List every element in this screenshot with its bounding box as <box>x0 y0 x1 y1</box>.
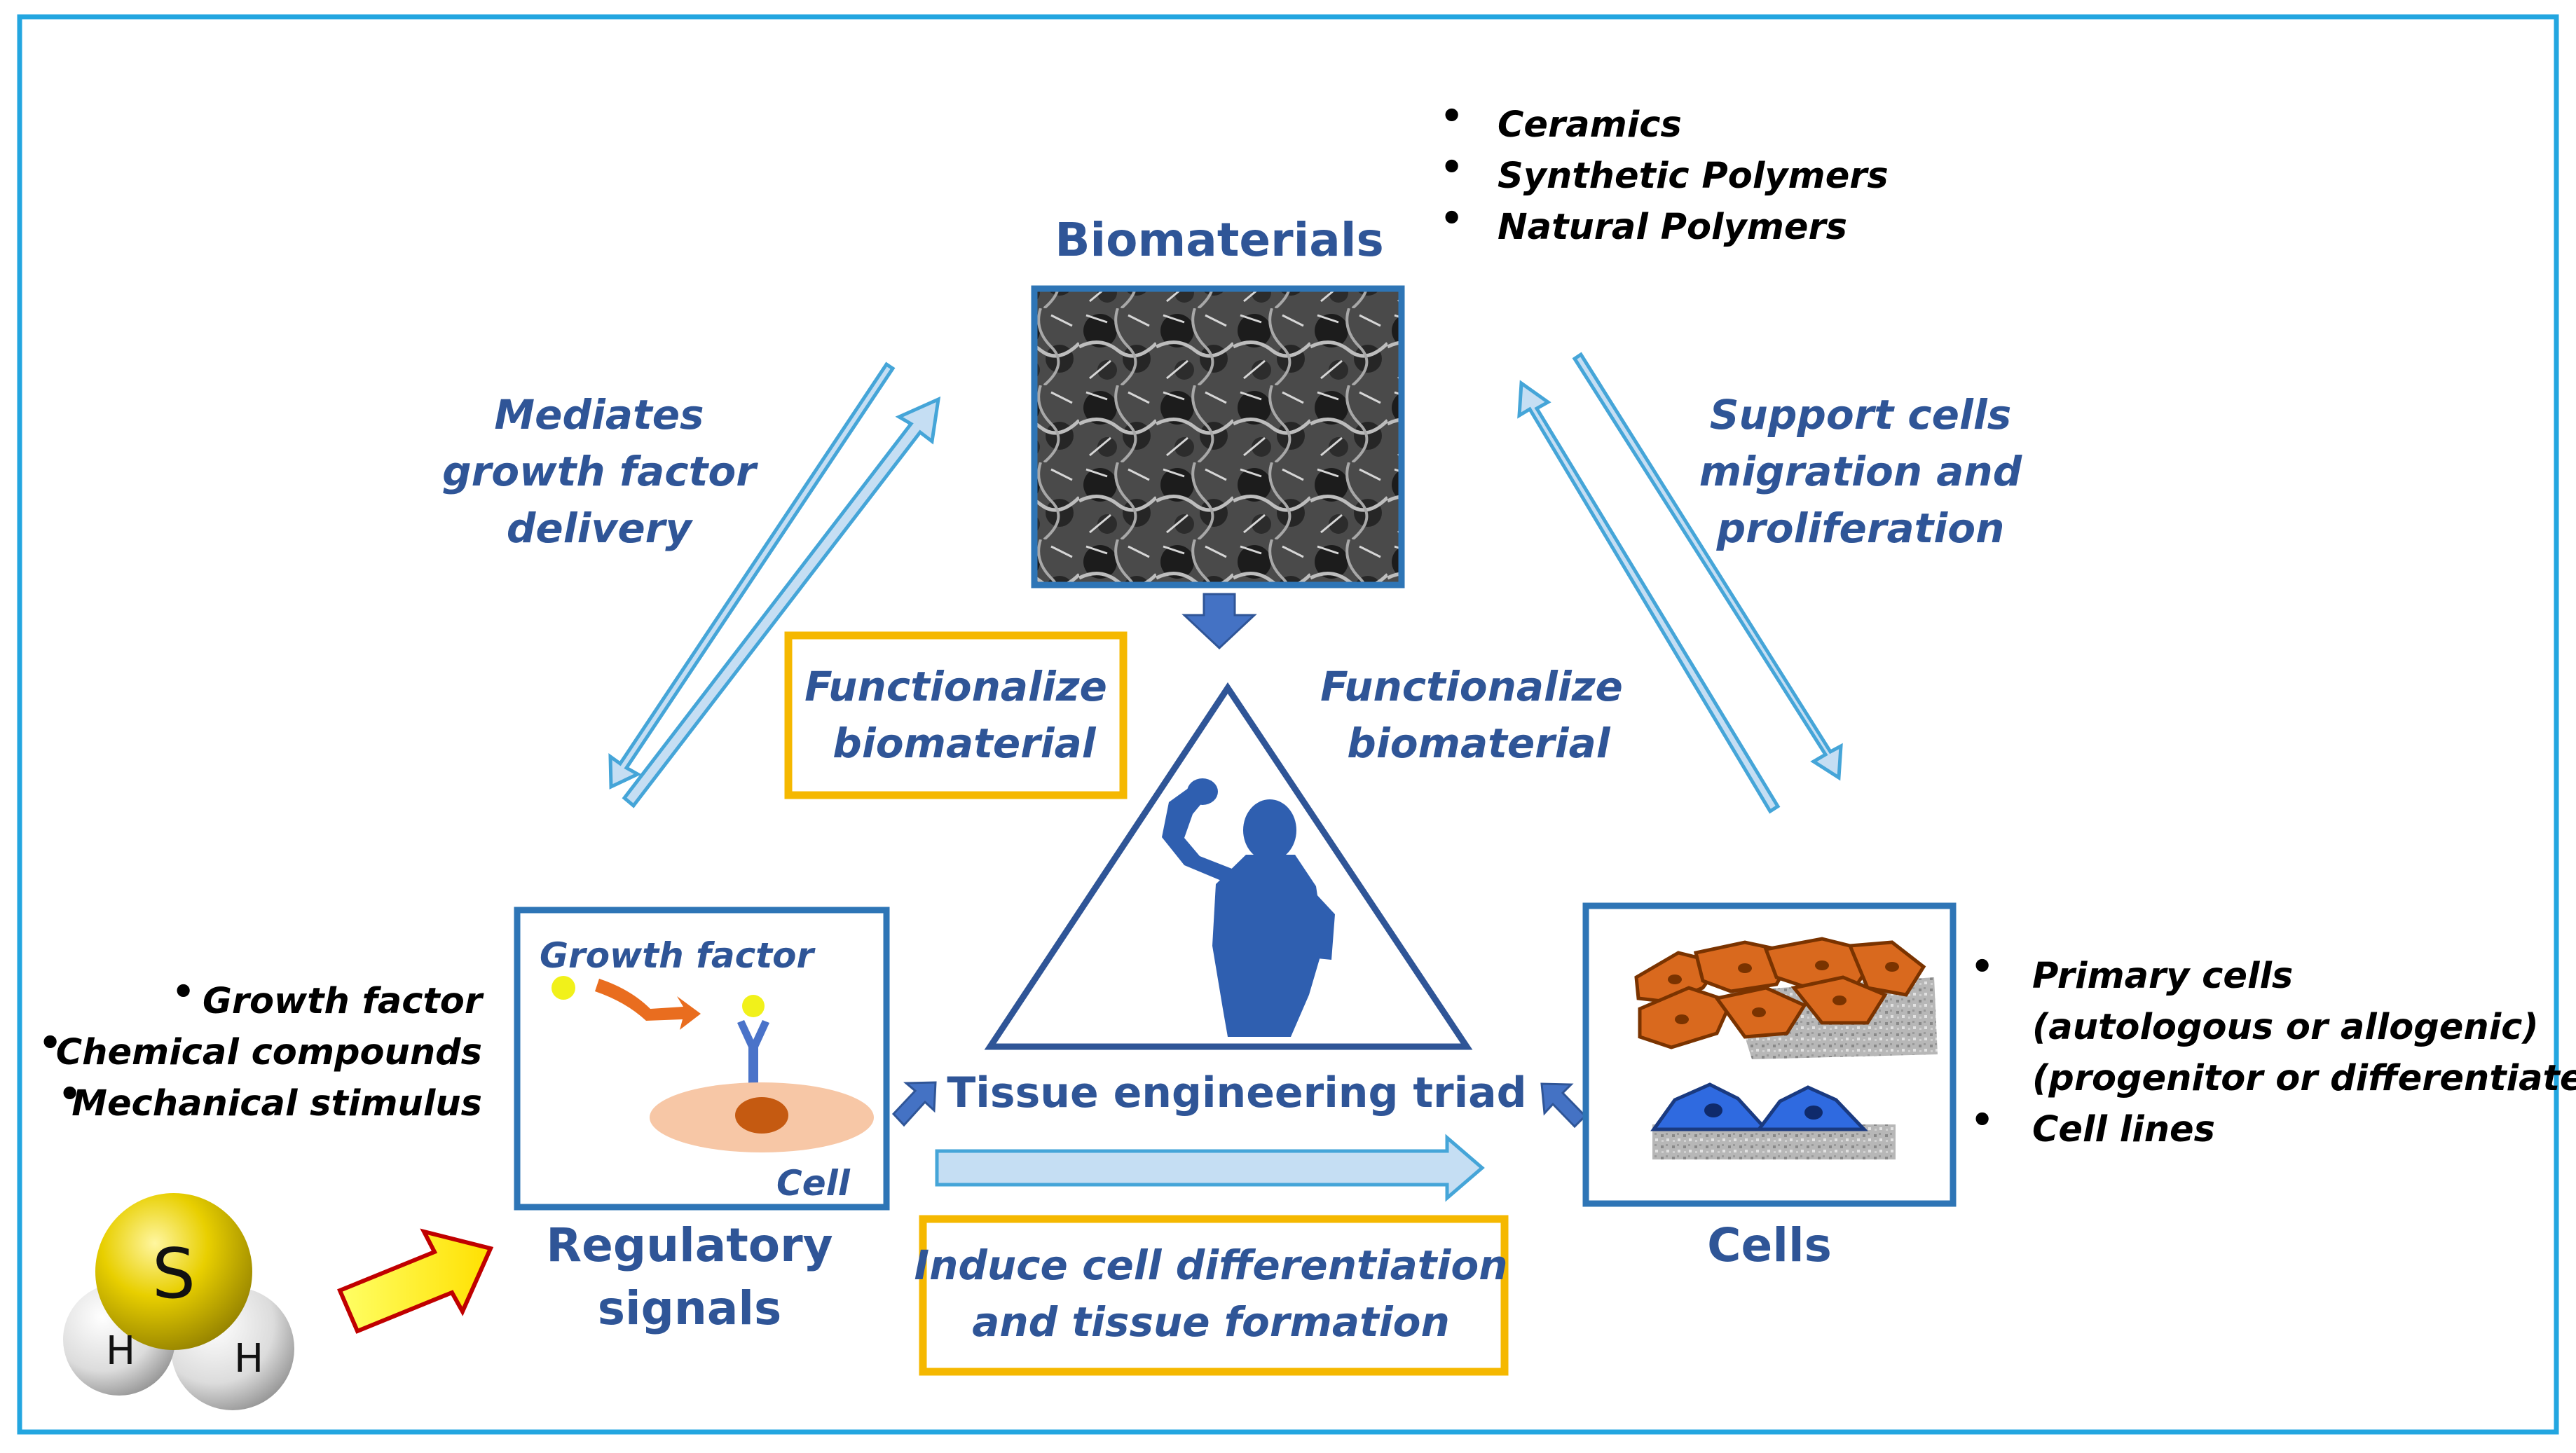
regulatory-to-center-arrow-icon <box>891 1081 937 1127</box>
mediates-growth-factor-label: Mediates growth factor delivery <box>442 391 758 552</box>
biomaterials-list-item: Natural Polymers <box>1498 207 1847 248</box>
svg-text:•: • <box>1440 146 1463 188</box>
receptor-icon <box>737 1020 769 1084</box>
svg-text:•: • <box>1971 1099 1994 1141</box>
biomaterials-title: Biomaterials <box>1055 213 1384 267</box>
svg-text:•: • <box>1440 198 1463 240</box>
functionalize-left-line: Functionalize <box>804 663 1107 710</box>
regulatory-title-line: signals <box>598 1281 782 1335</box>
svg-text:•: • <box>39 1022 62 1064</box>
biomaterials-list: • Ceramics • Synthetic Polymers • Natura… <box>1440 95 1889 248</box>
outer-frame <box>17 14 2559 1435</box>
regulatory-title-line: Regulatory <box>546 1218 833 1272</box>
induce-differentiation-box <box>919 1215 1509 1376</box>
sulfur-atom-label: S <box>152 1234 196 1314</box>
support-cells-label: Support cells migration and proliferatio… <box>1699 391 2022 552</box>
triad-label: Tissue engineering triad <box>947 1068 1526 1117</box>
functionalize-right-line: biomaterial <box>1347 719 1611 767</box>
growth-factor-inset-label: Growth factor <box>540 935 816 976</box>
cells-list-item: Primary cells <box>2032 956 2293 997</box>
cells-panel <box>1582 902 1957 1207</box>
cells-list: • Primary cells (autologous or allogenic… <box>1971 946 2576 1150</box>
down-arrow-icon <box>1181 593 1257 650</box>
biomaterial-scaffold-image <box>1031 285 1405 588</box>
hydrogen-sulfide-molecule-icon: S H H <box>63 1193 294 1410</box>
svg-text:growth factor: growth factor <box>442 448 758 495</box>
triad-triangle <box>984 682 1473 1050</box>
svg-text:delivery: delivery <box>507 504 693 552</box>
right-double-arrow <box>1517 352 1843 814</box>
cells-title: Cells <box>1707 1218 1832 1272</box>
cells-to-center-arrow-icon <box>1540 1082 1587 1129</box>
human-figure-icon <box>1162 778 1335 1037</box>
svg-text:•: • <box>58 1073 81 1115</box>
regulatory-signals-panel: Growth factor Cell <box>514 907 890 1211</box>
left-double-arrow <box>608 361 941 808</box>
regulatory-list-item: Mechanical stimulus <box>71 1083 482 1124</box>
svg-text:Support cells: Support cells <box>1710 391 2011 439</box>
induce-line: and tissue formation <box>972 1298 1450 1346</box>
hydrogen-atom-label: H <box>234 1336 263 1382</box>
svg-text:Mediates: Mediates <box>494 391 704 439</box>
regulatory-list: • Growth factor • Chemical compounds • M… <box>39 971 484 1124</box>
svg-text:•: • <box>1971 946 1994 988</box>
induce-line: Induce cell differentiation <box>914 1241 1507 1289</box>
svg-text:•: • <box>172 971 195 1013</box>
biomaterials-list-item: Ceramics <box>1498 104 1682 146</box>
horizontal-arrow <box>935 1134 1485 1202</box>
growth-factor-arrow-icon <box>595 979 701 1030</box>
svg-text:migration and: migration and <box>1699 448 2022 495</box>
svg-text:•: • <box>1440 95 1463 137</box>
cells-list-item: (progenitor or differentiated) <box>2032 1058 2576 1099</box>
functionalize-left-line: biomaterial <box>833 719 1097 767</box>
biomaterials-list-item: Synthetic Polymers <box>1498 156 1889 197</box>
yellow-arrow-icon <box>337 1228 494 1334</box>
regulatory-list-item: Growth factor <box>203 981 484 1022</box>
hydrogen-atom-label: H <box>106 1328 135 1374</box>
cell-inset-label: Cell <box>776 1163 851 1204</box>
regulatory-list-item: Chemical compounds <box>56 1032 482 1073</box>
functionalize-right-line: Functionalize <box>1320 663 1623 710</box>
cells-list-item: Cell lines <box>2032 1109 2215 1150</box>
functionalize-box-left <box>784 631 1128 799</box>
svg-text:proliferation: proliferation <box>1716 504 2005 552</box>
cells-list-item: (autologous or allogenic) <box>2032 1007 2539 1048</box>
